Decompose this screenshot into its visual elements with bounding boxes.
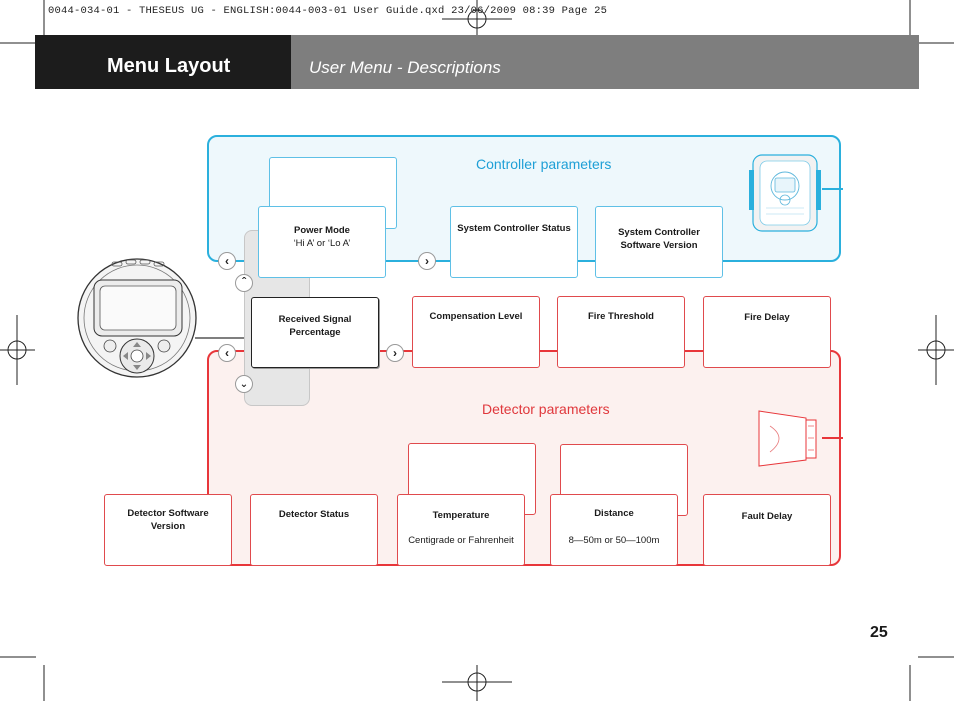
chevron-left-icon[interactable]: ‹ bbox=[218, 252, 236, 270]
temperature-desc: Centigrade or Fahrenheit bbox=[408, 534, 514, 546]
detector-zone-label: Detector parameters bbox=[482, 401, 610, 417]
power-mode-box: Power Mode ‘Hi A’ or ‘Lo A’ bbox=[258, 206, 386, 278]
system-controller-icon bbox=[749, 154, 821, 232]
page-title: Menu Layout bbox=[107, 55, 231, 77]
controller-zone-label: Controller parameters bbox=[476, 156, 612, 172]
compensation-level-title: Compensation Level bbox=[429, 311, 523, 322]
print-slug: 0044-034-01 - THESEUS UG - ENGLISH:0044-… bbox=[48, 5, 608, 17]
chevron-down-icon[interactable]: ⌄ bbox=[235, 375, 253, 393]
page-subtitle: User Menu - Descriptions bbox=[309, 58, 501, 77]
system-controller-status-box: System Controller Status bbox=[450, 206, 578, 278]
registration-mark-top bbox=[442, 0, 512, 35]
chevron-up-icon[interactable]: ˆ bbox=[235, 274, 253, 292]
compensation-level-box: Compensation Level bbox=[412, 296, 540, 368]
fire-threshold-box: Fire Threshold bbox=[557, 296, 685, 368]
chevron-right-icon[interactable]: › bbox=[386, 344, 404, 362]
registration-mark-right bbox=[918, 315, 954, 385]
page-number: 25 bbox=[870, 624, 888, 641]
detector-status-box: Detector Status bbox=[250, 494, 378, 566]
fire-delay-title: Fire Delay bbox=[744, 312, 790, 323]
header-title-bar bbox=[35, 35, 291, 89]
chevron-left-icon[interactable]: ‹ bbox=[218, 344, 236, 362]
fault-delay-box: Fault Delay bbox=[703, 494, 831, 566]
controller-device-icon bbox=[77, 258, 197, 378]
power-mode-desc: ‘Hi A’ or ‘Lo A’ bbox=[293, 237, 351, 249]
temperature-title: Temperature bbox=[432, 510, 490, 521]
fault-delay-title: Fault Delay bbox=[741, 511, 793, 522]
fire-threshold-title: Fire Threshold bbox=[588, 311, 654, 322]
system-controller-software-box: System Controller Software Version bbox=[595, 206, 723, 278]
distance-title: Distance bbox=[594, 508, 634, 519]
header-subtitle-bar bbox=[291, 35, 919, 89]
distance-box: Distance 8—50m or 50—100m bbox=[550, 494, 678, 566]
registration-mark-left bbox=[0, 315, 35, 385]
chevron-right-icon[interactable]: › bbox=[418, 252, 436, 270]
detector-software-version-box: Detector Software Version bbox=[104, 494, 232, 566]
system-controller-software-title: System Controller Software Version bbox=[618, 227, 700, 251]
temperature-box: Temperature Centigrade or Fahrenheit bbox=[397, 494, 525, 566]
power-mode-title: Power Mode bbox=[294, 225, 350, 236]
detector-status-title: Detector Status bbox=[278, 509, 350, 520]
received-signal-title: Received Signal Percentage bbox=[278, 314, 352, 338]
distance-desc: 8—50m or 50—100m bbox=[568, 534, 660, 546]
received-signal-box: Received Signal Percentage bbox=[251, 297, 379, 368]
detector-icon bbox=[758, 410, 817, 467]
fire-delay-box: Fire Delay bbox=[703, 296, 831, 368]
detector-software-version-title: Detector Software Version bbox=[127, 508, 209, 532]
system-controller-status-title: System Controller Status bbox=[457, 223, 571, 234]
registration-mark-bottom bbox=[442, 665, 512, 701]
